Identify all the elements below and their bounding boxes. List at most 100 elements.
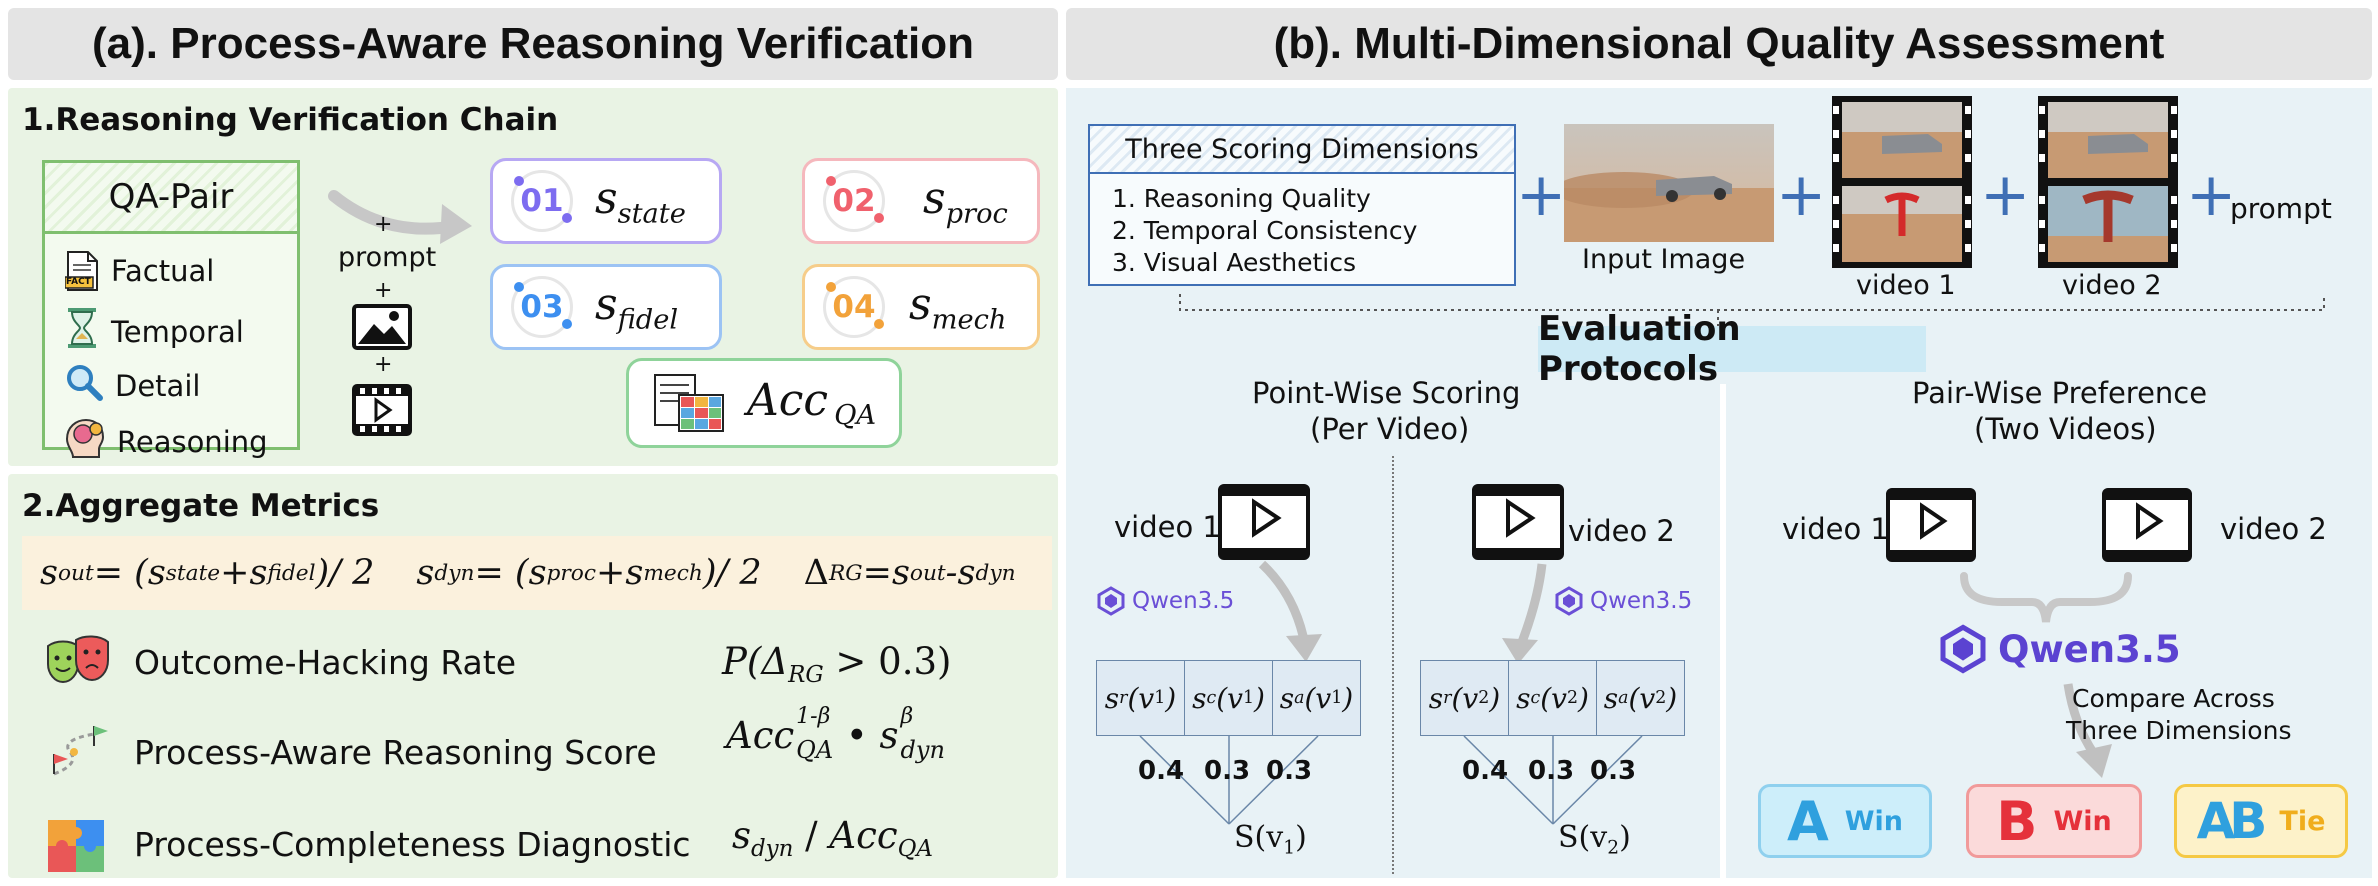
pw-video2-icon: [1472, 484, 1564, 560]
fact-badge-label: FACT: [66, 277, 91, 287]
qa-item-label: Detail: [115, 368, 201, 403]
pw-qwen-right: Qwen3.5: [1554, 586, 1692, 616]
qa-pair-title: QA-Pair: [108, 177, 234, 217]
pp-compare-1: Compare Across: [2072, 684, 2275, 713]
input-plus-2: +: [374, 278, 393, 303]
plus-4: +: [2186, 160, 2237, 230]
route-flags-icon: [53, 726, 108, 776]
pw-weights-lines-v2: [1463, 736, 1643, 825]
card-s-state: 01 sstate: [490, 158, 722, 244]
card-variable: sproc: [923, 172, 1008, 230]
card-number-03: 03: [511, 276, 573, 338]
dimension-item: 1. Reasoning Quality: [1112, 184, 1371, 213]
prompt-label: prompt: [2230, 192, 2332, 225]
video-1-filmstrip: [1832, 96, 1972, 268]
qa-item-reasoning: Reasoning: [65, 417, 268, 466]
plus-2: +: [1776, 160, 1827, 230]
magnifier-icon: [65, 363, 103, 408]
completeness-formula: sdyn / AccQA: [732, 814, 933, 863]
pw-weight: 0.3: [1266, 756, 1313, 786]
pw-video2-arrow: [1502, 563, 1547, 664]
qa-pair-box: QA-Pair FACT Factual Temporal Detail: [42, 160, 300, 459]
outcome-hacking-formula: P(ΔRG > 0.3): [722, 640, 952, 689]
pairwise-title: Pair-Wise Preference: [1912, 376, 2208, 410]
pw-video1-arrow: [1258, 560, 1322, 662]
plus-1: +: [1516, 160, 1567, 230]
pp-video2-label: video 2: [2220, 512, 2327, 546]
pw-qwen-left: Qwen3.5: [1096, 586, 1234, 616]
input-image-label: Input Image: [1582, 244, 1746, 275]
metric-label: Process-Completeness Diagnostic: [134, 824, 691, 864]
pw-weight: 0.3: [1528, 756, 1575, 786]
pw-weights-lines-v1: [1139, 736, 1319, 825]
section-2-title: 2.Aggregate Metrics: [22, 488, 380, 524]
input-image: [1564, 124, 1774, 242]
brain-head-icon: [65, 417, 107, 466]
hourglass-icon: [65, 307, 99, 356]
card-number-04: 04: [823, 276, 885, 338]
qa-item-factual: FACT Factual: [64, 251, 215, 291]
pp-video2-icon: [2102, 488, 2192, 562]
image-icon: [352, 304, 412, 350]
pp-compare-2: Three Dimensions: [2066, 716, 2292, 745]
qwen-logo-icon: [1940, 624, 1986, 674]
pw-video1-label: video 1: [1114, 510, 1221, 544]
input-plus-1: +: [374, 212, 393, 237]
pw-video2-label: video 2: [1568, 514, 1675, 548]
card-s-fidel: 03 sfidel: [490, 264, 722, 350]
metric-label: Outcome-Hacking Rate: [134, 642, 516, 682]
video-1-label: video 1: [1856, 270, 1956, 301]
metric-outcome-hacking: Outcome-Hacking Rate: [44, 634, 516, 690]
metric-label: Process-Aware Reasoning Score: [134, 732, 657, 772]
grey-arrow: [328, 190, 472, 244]
section-1: 1.Reasoning Verification Chain QA-Pair F…: [8, 88, 1058, 466]
input-prompt-label: prompt: [338, 242, 437, 273]
qa-item-label: Factual: [111, 254, 215, 288]
dimensions-title: Three Scoring Dimensions: [1125, 133, 1479, 165]
pp-brace: [1960, 572, 2132, 623]
panel-b-title: (b). Multi-Dimensional Quality Assessmen…: [1066, 8, 2372, 80]
card-variable: sfidel: [595, 278, 679, 336]
pw-weight: 0.4: [1462, 756, 1509, 786]
pw-weight: 0.3: [1590, 756, 1637, 786]
pp-video1-label: video 1: [1782, 512, 1889, 546]
video-2-filmstrip: [2038, 96, 2178, 268]
video-2-label: video 2: [2062, 270, 2162, 301]
pw-weight: 0.3: [1204, 756, 1251, 786]
pp-qwen: Qwen3.5: [1938, 624, 2181, 674]
evaluation-protocols-label: Evaluation Protocols: [1538, 309, 1926, 389]
card-s-proc: 02 sproc: [802, 158, 1040, 244]
video-icon: [352, 384, 412, 436]
dimensions-box: Three Scoring Dimensions 1. Reasoning Qu…: [1088, 124, 1516, 286]
card-variable: smech: [909, 278, 1007, 336]
pw-video1-icon: [1218, 484, 1310, 560]
theater-masks-icon: [47, 635, 109, 684]
dotted-bracket: [1179, 294, 2325, 328]
section-1-title: 1.Reasoning Verification Chain: [22, 102, 559, 138]
pw-result-v1: S(v1): [1234, 820, 1307, 859]
pairwise-subtitle: (Two Videos): [1974, 412, 2157, 446]
pointwise-subtitle: (Per Video): [1310, 412, 1470, 446]
qwen-logo-icon: [1555, 586, 1583, 616]
pointwise-divider: [1392, 456, 1394, 874]
dimension-item: 2. Temporal Consistency: [1112, 216, 1418, 245]
dimension-item: 3. Visual Aesthetics: [1112, 248, 1356, 277]
pw-weight: 0.4: [1138, 756, 1185, 786]
puzzle-icon: [48, 820, 104, 872]
qa-pair-header: QA-Pair: [45, 163, 297, 234]
pp-arrow: [2063, 683, 2112, 778]
panel-a-title: (a). Process-Aware Reasoning Verificatio…: [8, 8, 1058, 80]
qa-item-label: Temporal: [111, 314, 244, 349]
